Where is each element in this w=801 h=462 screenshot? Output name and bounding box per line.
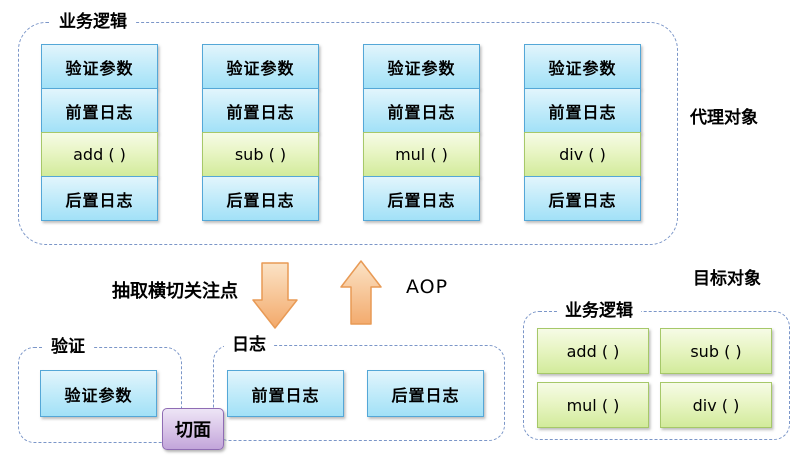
log-group: 日志	[213, 334, 505, 441]
method-stack-sub: 验证参数 前置日志 sub ( ) 后置日志	[202, 44, 319, 221]
target-object-group: 业务逻辑	[523, 300, 790, 440]
box-post-log: 后置日志	[202, 176, 319, 221]
box-sub-method: sub ( )	[660, 328, 772, 374]
box-validate-params: 验证参数	[41, 44, 158, 89]
target-group-label: 业务逻辑	[557, 300, 641, 322]
method-stack-add: 验证参数 前置日志 add ( ) 后置日志	[41, 44, 158, 221]
box-sub-method: sub ( )	[202, 132, 319, 177]
box-validate-params: 验证参数	[40, 370, 157, 417]
box-validate-params: 验证参数	[524, 44, 641, 89]
box-pre-log: 前置日志	[41, 88, 158, 133]
box-mul-method: mul ( )	[363, 132, 480, 177]
method-stack-div: 验证参数 前置日志 div ( ) 后置日志	[524, 44, 641, 221]
box-post-log: 后置日志	[41, 176, 158, 221]
box-div-method: div ( )	[660, 382, 772, 428]
box-add-method: add ( )	[537, 328, 649, 374]
box-validate-params: 验证参数	[202, 44, 319, 89]
arrow-down-icon	[252, 262, 298, 329]
aop-label: AOP	[406, 276, 449, 298]
box-mul-method: mul ( )	[537, 382, 649, 428]
box-div-method: div ( )	[524, 132, 641, 177]
extract-crosscut-label: 抽取横切关注点	[112, 281, 238, 302]
aspect-badge: 切面	[162, 408, 224, 450]
log-group-label: 日志	[224, 334, 274, 356]
box-validate-params: 验证参数	[363, 44, 480, 89]
arrow-up-icon	[340, 260, 382, 325]
validation-group-label: 验证	[43, 336, 93, 358]
validation-group: 验证	[18, 336, 182, 443]
method-stack-mul: 验证参数 前置日志 mul ( ) 后置日志	[363, 44, 480, 221]
proxy-group-label: 业务逻辑	[51, 11, 135, 33]
box-post-log: 后置日志	[363, 176, 480, 221]
box-pre-log: 前置日志	[227, 370, 344, 417]
box-pre-log: 前置日志	[202, 88, 319, 133]
box-post-log: 后置日志	[524, 176, 641, 221]
box-post-log: 后置日志	[367, 370, 484, 417]
box-add-method: add ( )	[41, 132, 158, 177]
target-object-label: 目标对象	[693, 269, 761, 289]
box-pre-log: 前置日志	[524, 88, 641, 133]
box-pre-log: 前置日志	[363, 88, 480, 133]
proxy-object-label: 代理对象	[690, 108, 758, 128]
proxy-object-group: 业务逻辑 验证参数 前置日志 add ( ) 后置日志 验证参数 前置日志 su…	[18, 11, 678, 245]
